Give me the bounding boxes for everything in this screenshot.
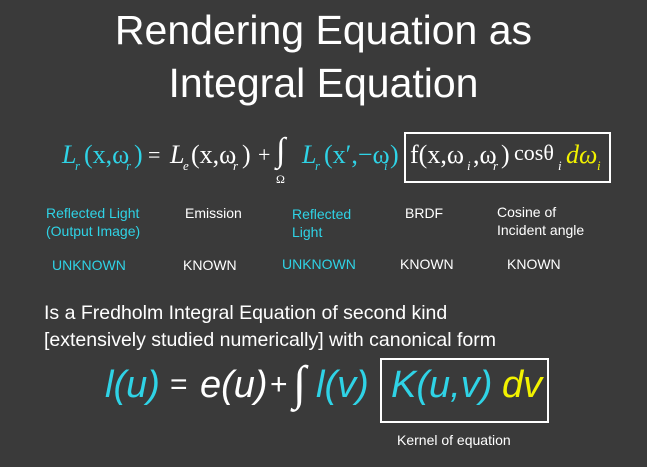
canon-kernel: K(u,v) xyxy=(391,364,493,406)
kernel-label: Kernel of equation xyxy=(397,432,511,448)
eq-brdf-sub1: i xyxy=(467,158,471,173)
fredholm-description: Is a Fredholm Integral Equation of secon… xyxy=(44,300,496,354)
eq-domega-sub: i xyxy=(597,158,601,173)
label-reflected: Reflected xyxy=(292,206,352,222)
canon-lhs: l(u) xyxy=(105,364,160,406)
eq-lr: L xyxy=(62,140,77,169)
eq-args2: (x,ω xyxy=(191,140,237,169)
canon-plus: + xyxy=(270,368,288,401)
eq-brdf-sub2: r xyxy=(493,158,499,173)
eq-args1-sub: r xyxy=(126,158,132,173)
label-output-image: (Output Image) xyxy=(46,223,141,239)
description-line-2: [extensively studied numerically] with c… xyxy=(44,329,496,351)
eq-args3-sub: i xyxy=(384,158,388,173)
canon-lv: l(v) xyxy=(316,364,369,406)
eq-cos: cosθ xyxy=(514,140,554,165)
eq-omega: Ω xyxy=(276,172,285,186)
eq-le-sub: e xyxy=(183,158,189,173)
eq-lr-sub: r xyxy=(75,158,81,173)
eq-lr2: L xyxy=(302,140,317,169)
eq-le: L xyxy=(170,140,185,169)
status-output-unknown: UNKNOWN xyxy=(52,257,126,273)
eq-args1: (x,ω xyxy=(84,140,130,169)
slide-title-line-2: Integral Equation xyxy=(168,60,479,106)
label-emission: Emission xyxy=(185,205,242,221)
eq-brdf-mid: ,ω xyxy=(473,140,497,169)
slide-title-line-1: Rendering Equation as xyxy=(114,7,533,53)
eq-args1-close: ) xyxy=(134,140,143,169)
status-emission-known: KNOWN xyxy=(183,257,237,273)
brdf-cosine-box xyxy=(404,132,611,183)
eq-plus: + xyxy=(258,142,271,167)
description-line-1: Is a Fredholm Integral Equation of secon… xyxy=(44,302,448,324)
eq-domega: dω xyxy=(566,140,598,169)
eq-args3: (x′,−ω xyxy=(324,140,390,169)
eq-args2-close: ) xyxy=(242,140,251,169)
label-cosine-of: Cosine of xyxy=(497,204,557,220)
eq-brdf: f(x,ω xyxy=(410,140,464,169)
canon-dv: dv xyxy=(502,364,543,406)
eq-brdf-close: ) xyxy=(501,140,510,169)
eq-cos-sub: i xyxy=(558,158,562,173)
canon-integral: ∫ xyxy=(293,357,307,410)
label-brdf: BRDF xyxy=(405,205,444,221)
eq-args3-close: ) xyxy=(390,140,399,169)
status-brdf-known: KNOWN xyxy=(400,256,454,272)
eq-equals: = xyxy=(148,142,161,167)
status-cosine-known: KNOWN xyxy=(507,256,561,272)
label-light: Light xyxy=(292,224,323,240)
label-reflected-light: Reflected Light xyxy=(46,205,140,221)
canon-e: e(u) xyxy=(200,364,268,406)
canon-equals: = xyxy=(170,368,188,401)
eq-integral: ∫ xyxy=(276,132,286,169)
eq-lr2-sub: r xyxy=(315,158,321,173)
label-incident-angle: Incident angle xyxy=(497,222,585,238)
status-reflected-unknown: UNKNOWN xyxy=(282,256,356,272)
eq-args2-sub: r xyxy=(233,158,239,173)
kernel-box xyxy=(380,358,549,423)
